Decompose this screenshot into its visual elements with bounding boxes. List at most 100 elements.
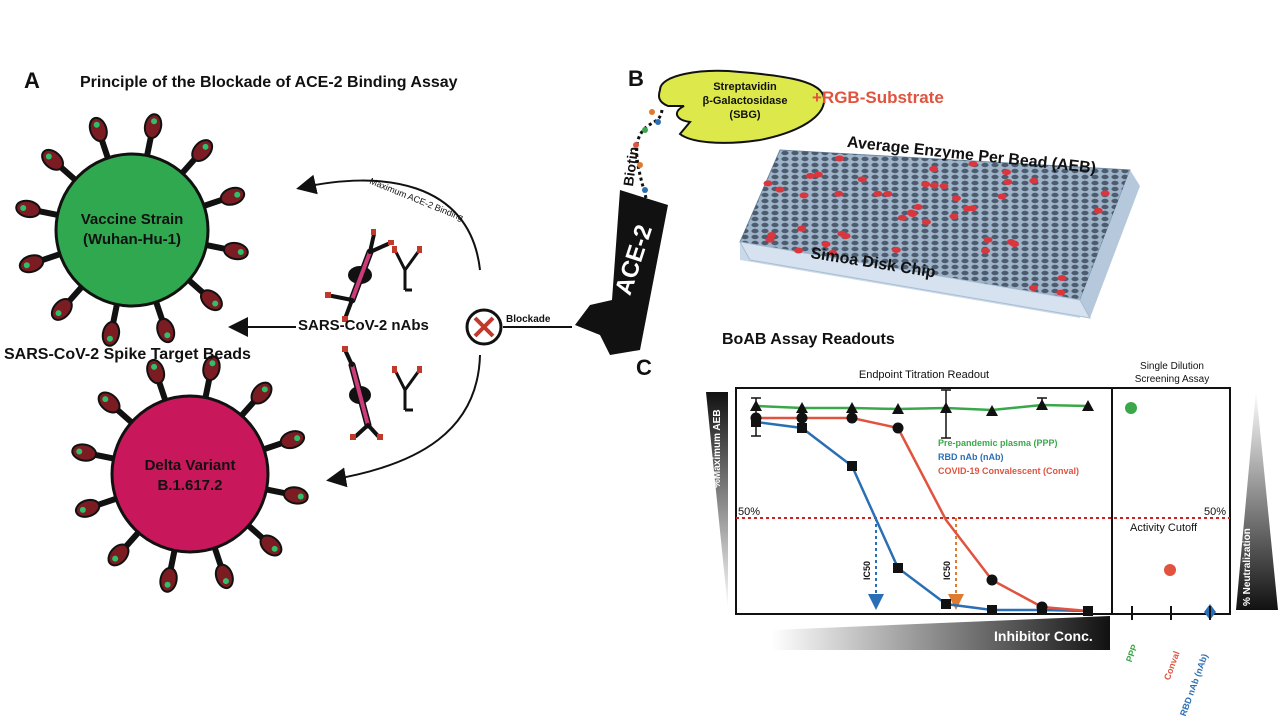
y-right-wedge [1236, 390, 1278, 610]
red-well [805, 172, 815, 179]
delta-bead-line1: Delta Variant [144, 457, 236, 474]
panel-b-letter: B [628, 66, 644, 91]
red-well [1093, 207, 1103, 214]
spike-tip [79, 506, 86, 513]
spike-tip [234, 191, 241, 198]
max-binding-arrow [296, 174, 481, 271]
red-well [767, 232, 777, 239]
spike-head [223, 241, 249, 261]
red-well [929, 182, 939, 189]
antibody-icon [392, 246, 422, 292]
red-well [1056, 289, 1066, 296]
delta-bead-spikes [71, 355, 309, 593]
red-well [951, 195, 961, 202]
spike-tip [93, 121, 100, 128]
antibody-icon [342, 346, 383, 440]
y-left-label: %Maximum AEB [712, 409, 723, 488]
ic50-label-nab: IC50 [862, 560, 872, 580]
antibody-icon [325, 229, 394, 322]
red-well [939, 183, 949, 190]
spike-tip [20, 204, 27, 211]
category-ticks [1131, 606, 1211, 620]
red-well [913, 203, 923, 210]
spike-tip [23, 262, 30, 269]
red-well [857, 176, 867, 183]
spike-tip [55, 310, 62, 317]
red-well [799, 192, 809, 199]
spike-head [18, 254, 45, 274]
right-plot-title-line2: Screening Assay [1134, 374, 1210, 385]
vaccine-bead-label: Vaccine Strain (Wuhan-Hu-1) [56, 210, 208, 250]
nab-curve [755, 420, 1089, 613]
spike-tip [164, 332, 171, 339]
vaccine-bead-line2: (Wuhan-Hu-1) [82, 231, 182, 248]
spike-tip [261, 386, 268, 393]
spike-tip [271, 545, 278, 552]
spike-head [88, 116, 108, 143]
red-well [921, 218, 931, 225]
red-well [797, 225, 807, 232]
legend-conval: COVID-19 Convalescent (Conval) [938, 466, 1080, 476]
left-plot-title: Endpoint Titration Readout [858, 369, 990, 381]
spike-tip [237, 249, 244, 256]
red-well [835, 155, 845, 162]
ppp-markers [750, 399, 1094, 416]
conval-curve [756, 416, 1089, 613]
fifty-right-label: 50% [1204, 506, 1227, 518]
spike-head [159, 566, 178, 593]
red-well [897, 214, 907, 221]
spike-tip [151, 363, 158, 370]
x-label: Inhibitor Conc. [994, 628, 1093, 644]
red-well [834, 190, 844, 197]
biotin-chain [633, 109, 661, 193]
vaccine-strain-bead [54, 152, 210, 308]
red-well [949, 213, 959, 220]
biotin-linker [635, 109, 664, 199]
spike-tip [297, 493, 304, 500]
panel-c-letter: C [636, 355, 652, 380]
red-well [1057, 274, 1067, 281]
sbg-line2: β-Galactosidase [702, 95, 788, 107]
substrate-label: +RGB-Substrate [812, 88, 944, 107]
delta-variant-bead [110, 394, 270, 554]
red-well [763, 180, 773, 187]
simoa-disk-chip [739, 149, 1140, 319]
spike-tip [76, 448, 83, 455]
spike-head [202, 355, 221, 382]
fifty-left-label: 50% [738, 506, 761, 518]
red-well [837, 230, 847, 237]
spike-tip [212, 300, 219, 307]
spike-head [156, 317, 176, 344]
sbg-label: Streptavidin β-Galactosidase (SBG) [690, 80, 800, 122]
red-well [997, 193, 1007, 200]
sbg-enzyme [658, 69, 826, 144]
spike-tip [222, 578, 229, 585]
nabs-label: SARS-CoV-2 nAbs [298, 317, 429, 334]
antibody-icon [392, 366, 422, 412]
ace2-receptor [575, 190, 668, 355]
red-well [794, 247, 804, 254]
spike-head [282, 486, 309, 505]
spike-tip [45, 153, 52, 160]
red-well [983, 236, 993, 243]
ppp-screening-point [1125, 402, 1137, 414]
blockade-x-icon [465, 308, 503, 346]
red-well [873, 190, 883, 197]
red-well [921, 181, 931, 188]
red-well [1028, 284, 1038, 291]
titration-plot-frame [735, 387, 1113, 615]
beads-caption: SARS-CoV-2 Spike Target Beads [4, 346, 251, 363]
panel-c-title: BoAB Assay Readouts [722, 331, 895, 348]
spike-head [143, 113, 163, 139]
red-well [1029, 177, 1039, 184]
red-well [891, 246, 901, 253]
right-plot-title: Single Dilution Screening Assay [1114, 360, 1230, 386]
spike-head [71, 443, 98, 462]
red-well [1002, 169, 1012, 176]
enzyme-positive-wells [763, 155, 1110, 296]
spike-tip [102, 396, 109, 403]
legend-ppp: Pre-pandemic plasma (PPP) [938, 438, 1058, 448]
right-plot-title-line1: Single Dilution [1140, 361, 1204, 372]
spike-tip [209, 360, 216, 367]
